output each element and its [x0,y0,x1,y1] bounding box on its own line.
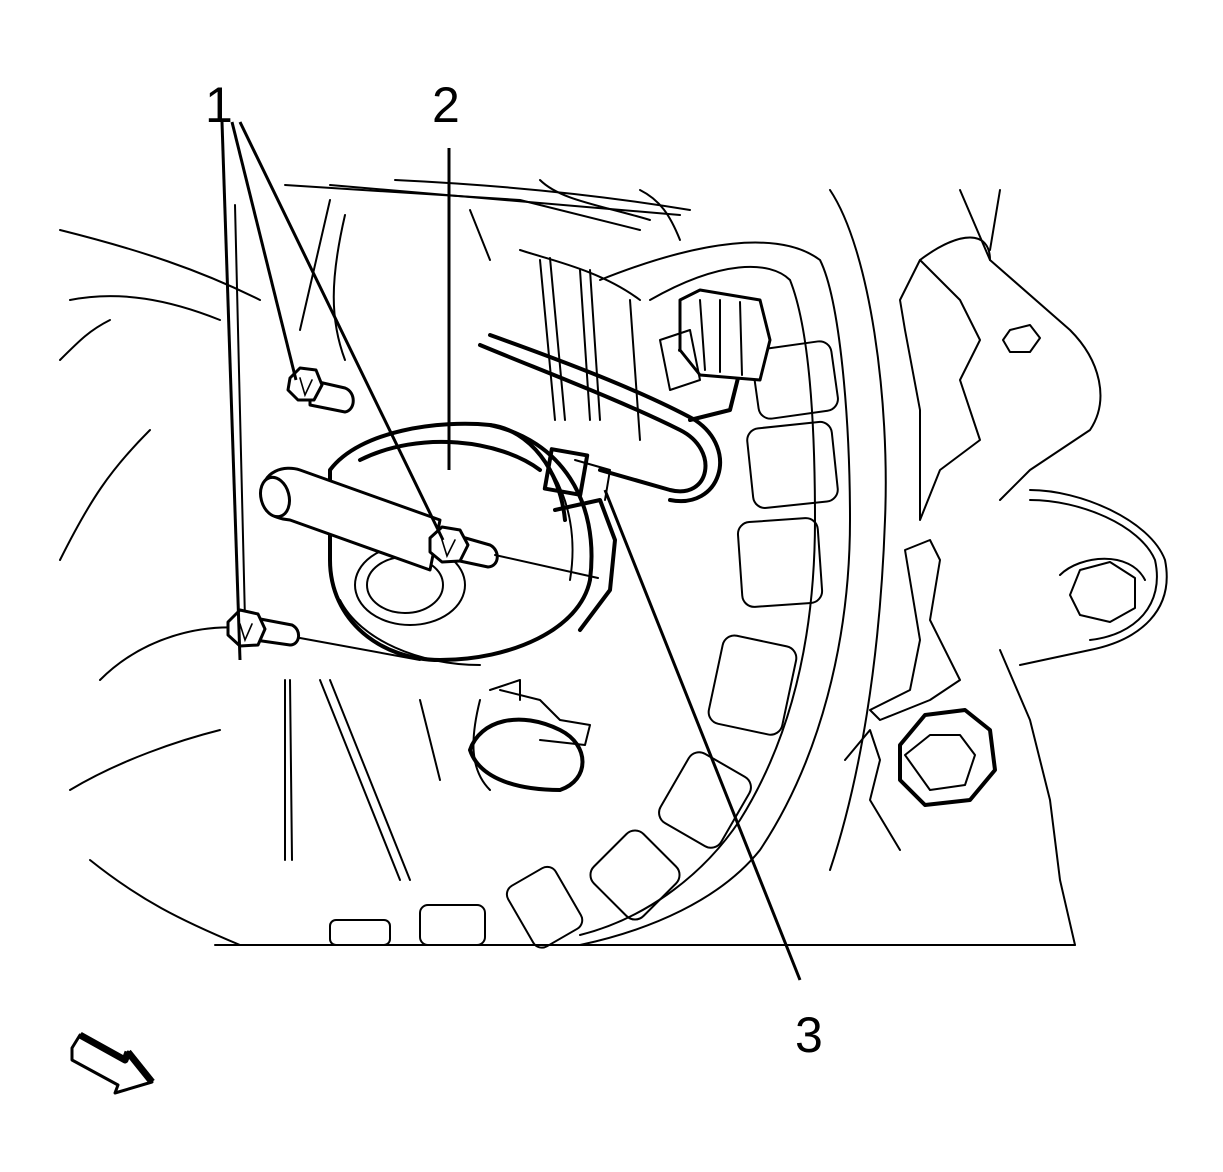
housing-ribs [284,257,641,881]
leader-1a [230,121,298,381]
lower-clip [468,679,591,792]
mount-bracket [844,189,1168,946]
actuator-cylinder [259,421,617,666]
bolt-upper [286,366,355,414]
leader-3 [603,489,802,981]
callout-label-1: 1 [205,77,233,133]
callout-label-2: 2 [432,77,460,133]
line-fitting [659,288,772,391]
housing-outline [59,179,1076,946]
leader-1b [238,121,445,541]
callout-leaders [220,121,802,981]
view-direction-arrow-icon [70,1031,155,1095]
leader-1c [220,121,242,661]
callout-label-3: 3 [795,1007,823,1063]
bell-housing-ring [329,189,887,949]
